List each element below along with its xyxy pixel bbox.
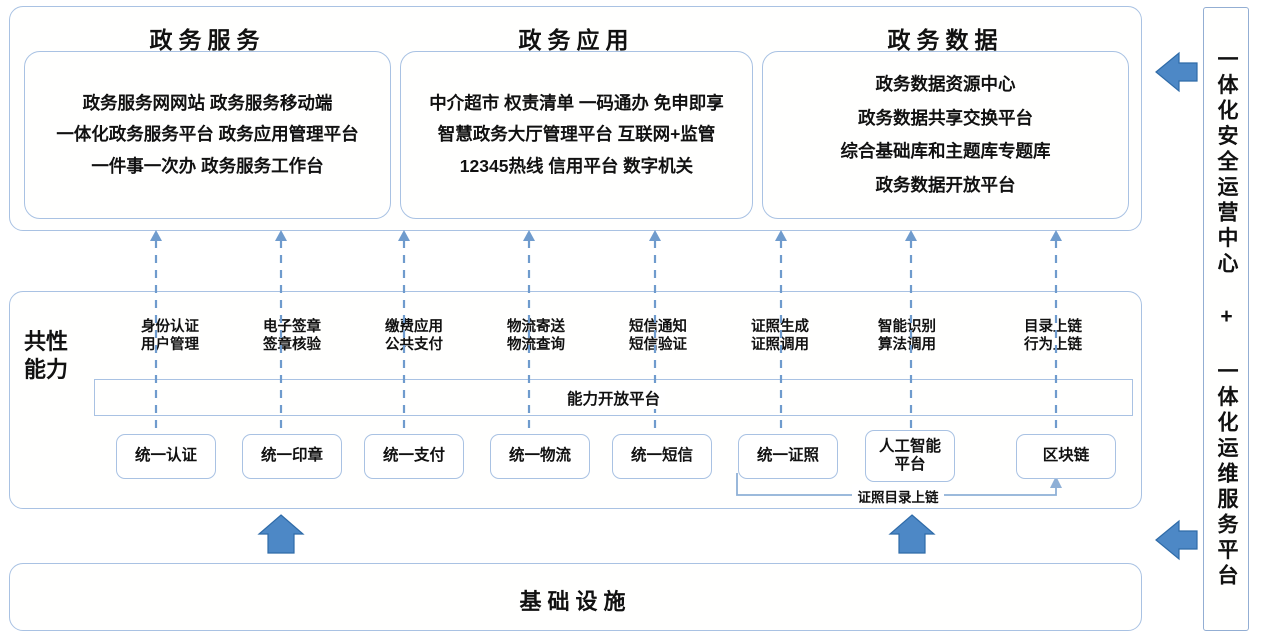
capability-label-line: 电子签章	[263, 319, 321, 335]
capability-label-blockchain: 目录上链 行为上链	[998, 319, 1108, 354]
common-capability-label: 共性能力	[24, 329, 69, 383]
security-ops-sidebar: 一体化安全运营中心 + 一体化运维服务平台	[1203, 7, 1249, 631]
capability-box-unified-seal[interactable]: 统一印章	[242, 434, 342, 479]
connector-label-license-directory: 证照目录上链	[852, 486, 944, 506]
data-item: 政务数据共享交换平台	[858, 107, 1033, 128]
applications-item: 智慧政务大厅管理平台 互联网+监管	[437, 124, 716, 145]
capability-label-line: 算法调用	[878, 336, 936, 353]
up-arrow-left	[257, 514, 305, 554]
capability-label-auth: 身份认证 用户管理	[115, 319, 225, 354]
applications-item: 12345热线 信用平台 数字机关	[459, 155, 694, 176]
capability-label-line: 缴费应用	[385, 319, 443, 335]
column-title-applications: 政务应用	[518, 27, 635, 53]
security-ops-sidebar-label: 一体化安全运营中心 + 一体化运维服务平台	[1215, 48, 1238, 590]
capability-box-ai-platform[interactable]: 人工智能平台	[865, 430, 955, 482]
capability-label-line: 目录上链	[1024, 319, 1082, 335]
services-item: 政务服务网网站 政务服务移动端	[82, 92, 333, 113]
capability-box-unified-payment[interactable]: 统一支付	[364, 434, 464, 479]
sidebar-left-arrows	[1155, 51, 1198, 561]
capability-box-ai-label: 人工智能平台	[879, 438, 941, 475]
services-card: 政务服务网网站 政务服务移动端 一体化政务服务平台 政务应用管理平台 一件事一次…	[24, 51, 391, 219]
capability-label-ai: 智能识别 算法调用	[852, 319, 962, 354]
capability-label-sms: 短信通知 短信验证	[603, 319, 713, 354]
capability-label-seal: 电子签章 签章核验	[237, 319, 347, 354]
data-item: 政务数据资源中心	[875, 74, 1016, 94]
capability-box-blockchain[interactable]: 区块链	[1016, 434, 1116, 479]
capability-label-logistics: 物流寄送 物流查询	[481, 319, 591, 354]
column-title-data: 政务数据	[887, 27, 1004, 53]
capability-label-line: 行为上链	[1024, 336, 1082, 353]
capability-box-unified-sms[interactable]: 统一短信	[612, 434, 712, 479]
up-arrow-right	[888, 514, 936, 554]
left-arrow-top	[1155, 51, 1198, 93]
top-layer-container: 政务服务 政务服务网网站 政务服务移动端 一体化政务服务平台 政务应用管理平台 …	[9, 6, 1142, 231]
capability-label-line: 公共支付	[385, 336, 443, 353]
open-capability-platform-bar: 能力开放平台	[94, 379, 1133, 416]
services-item: 一件事一次办 政务服务工作台	[91, 155, 324, 176]
capability-label-line: 物流寄送	[507, 319, 565, 335]
capability-box-unified-logistics[interactable]: 统一物流	[490, 434, 590, 479]
data-card: 政务数据资源中心 政务数据共享交换平台 综合基础库和主题库专题库 政务数据开放平…	[762, 51, 1129, 219]
infrastructure-up-arrows	[257, 514, 936, 554]
capability-box-unified-auth[interactable]: 统一认证	[116, 434, 216, 479]
services-item: 一体化政务服务平台 政务应用管理平台	[56, 124, 359, 145]
open-capability-platform-label: 能力开放平台	[561, 386, 665, 409]
column-title-services: 政务服务	[149, 27, 266, 53]
dashed-arrowheads	[150, 230, 1062, 241]
capability-label-line: 物流查询	[507, 336, 565, 353]
infrastructure-label: 基础设施	[519, 589, 632, 614]
data-item: 政务数据开放平台	[875, 174, 1016, 195]
infrastructure-layer: 基础设施	[9, 563, 1142, 631]
capability-box-ai-line: 人工智能	[878, 437, 941, 455]
capability-box-ai-line: 平台	[894, 456, 926, 473]
left-arrow-bottom	[1155, 519, 1198, 561]
capability-label-line: 身份认证	[141, 319, 199, 335]
capability-label-line: 证照生成	[751, 319, 809, 335]
capability-box-unified-license[interactable]: 统一证照	[738, 434, 838, 479]
capability-label-line: 用户管理	[141, 336, 199, 353]
data-item: 综合基础库和主题库专题库	[840, 141, 1051, 161]
capability-label-line: 短信通知	[629, 319, 687, 335]
common-capability-layer: 共性能力 身份认证 用户管理 电子签章 签章核验 缴费应用 公共支付 物流寄送 …	[9, 291, 1142, 509]
applications-card: 中介超市 权责清单 一码通办 免申即享 智慧政务大厅管理平台 互联网+监管 12…	[400, 51, 753, 219]
capability-label-line: 智能识别	[878, 319, 936, 335]
capability-label-license: 证照生成 证照调用	[725, 319, 835, 354]
capability-label-payment: 缴费应用 公共支付	[359, 319, 469, 354]
capability-label-line: 证照调用	[751, 336, 809, 353]
capability-label-line: 签章核验	[263, 336, 321, 353]
capability-label-line: 短信验证	[629, 336, 687, 353]
applications-item: 中介超市 权责清单 一码通办 免申即享	[429, 92, 724, 113]
